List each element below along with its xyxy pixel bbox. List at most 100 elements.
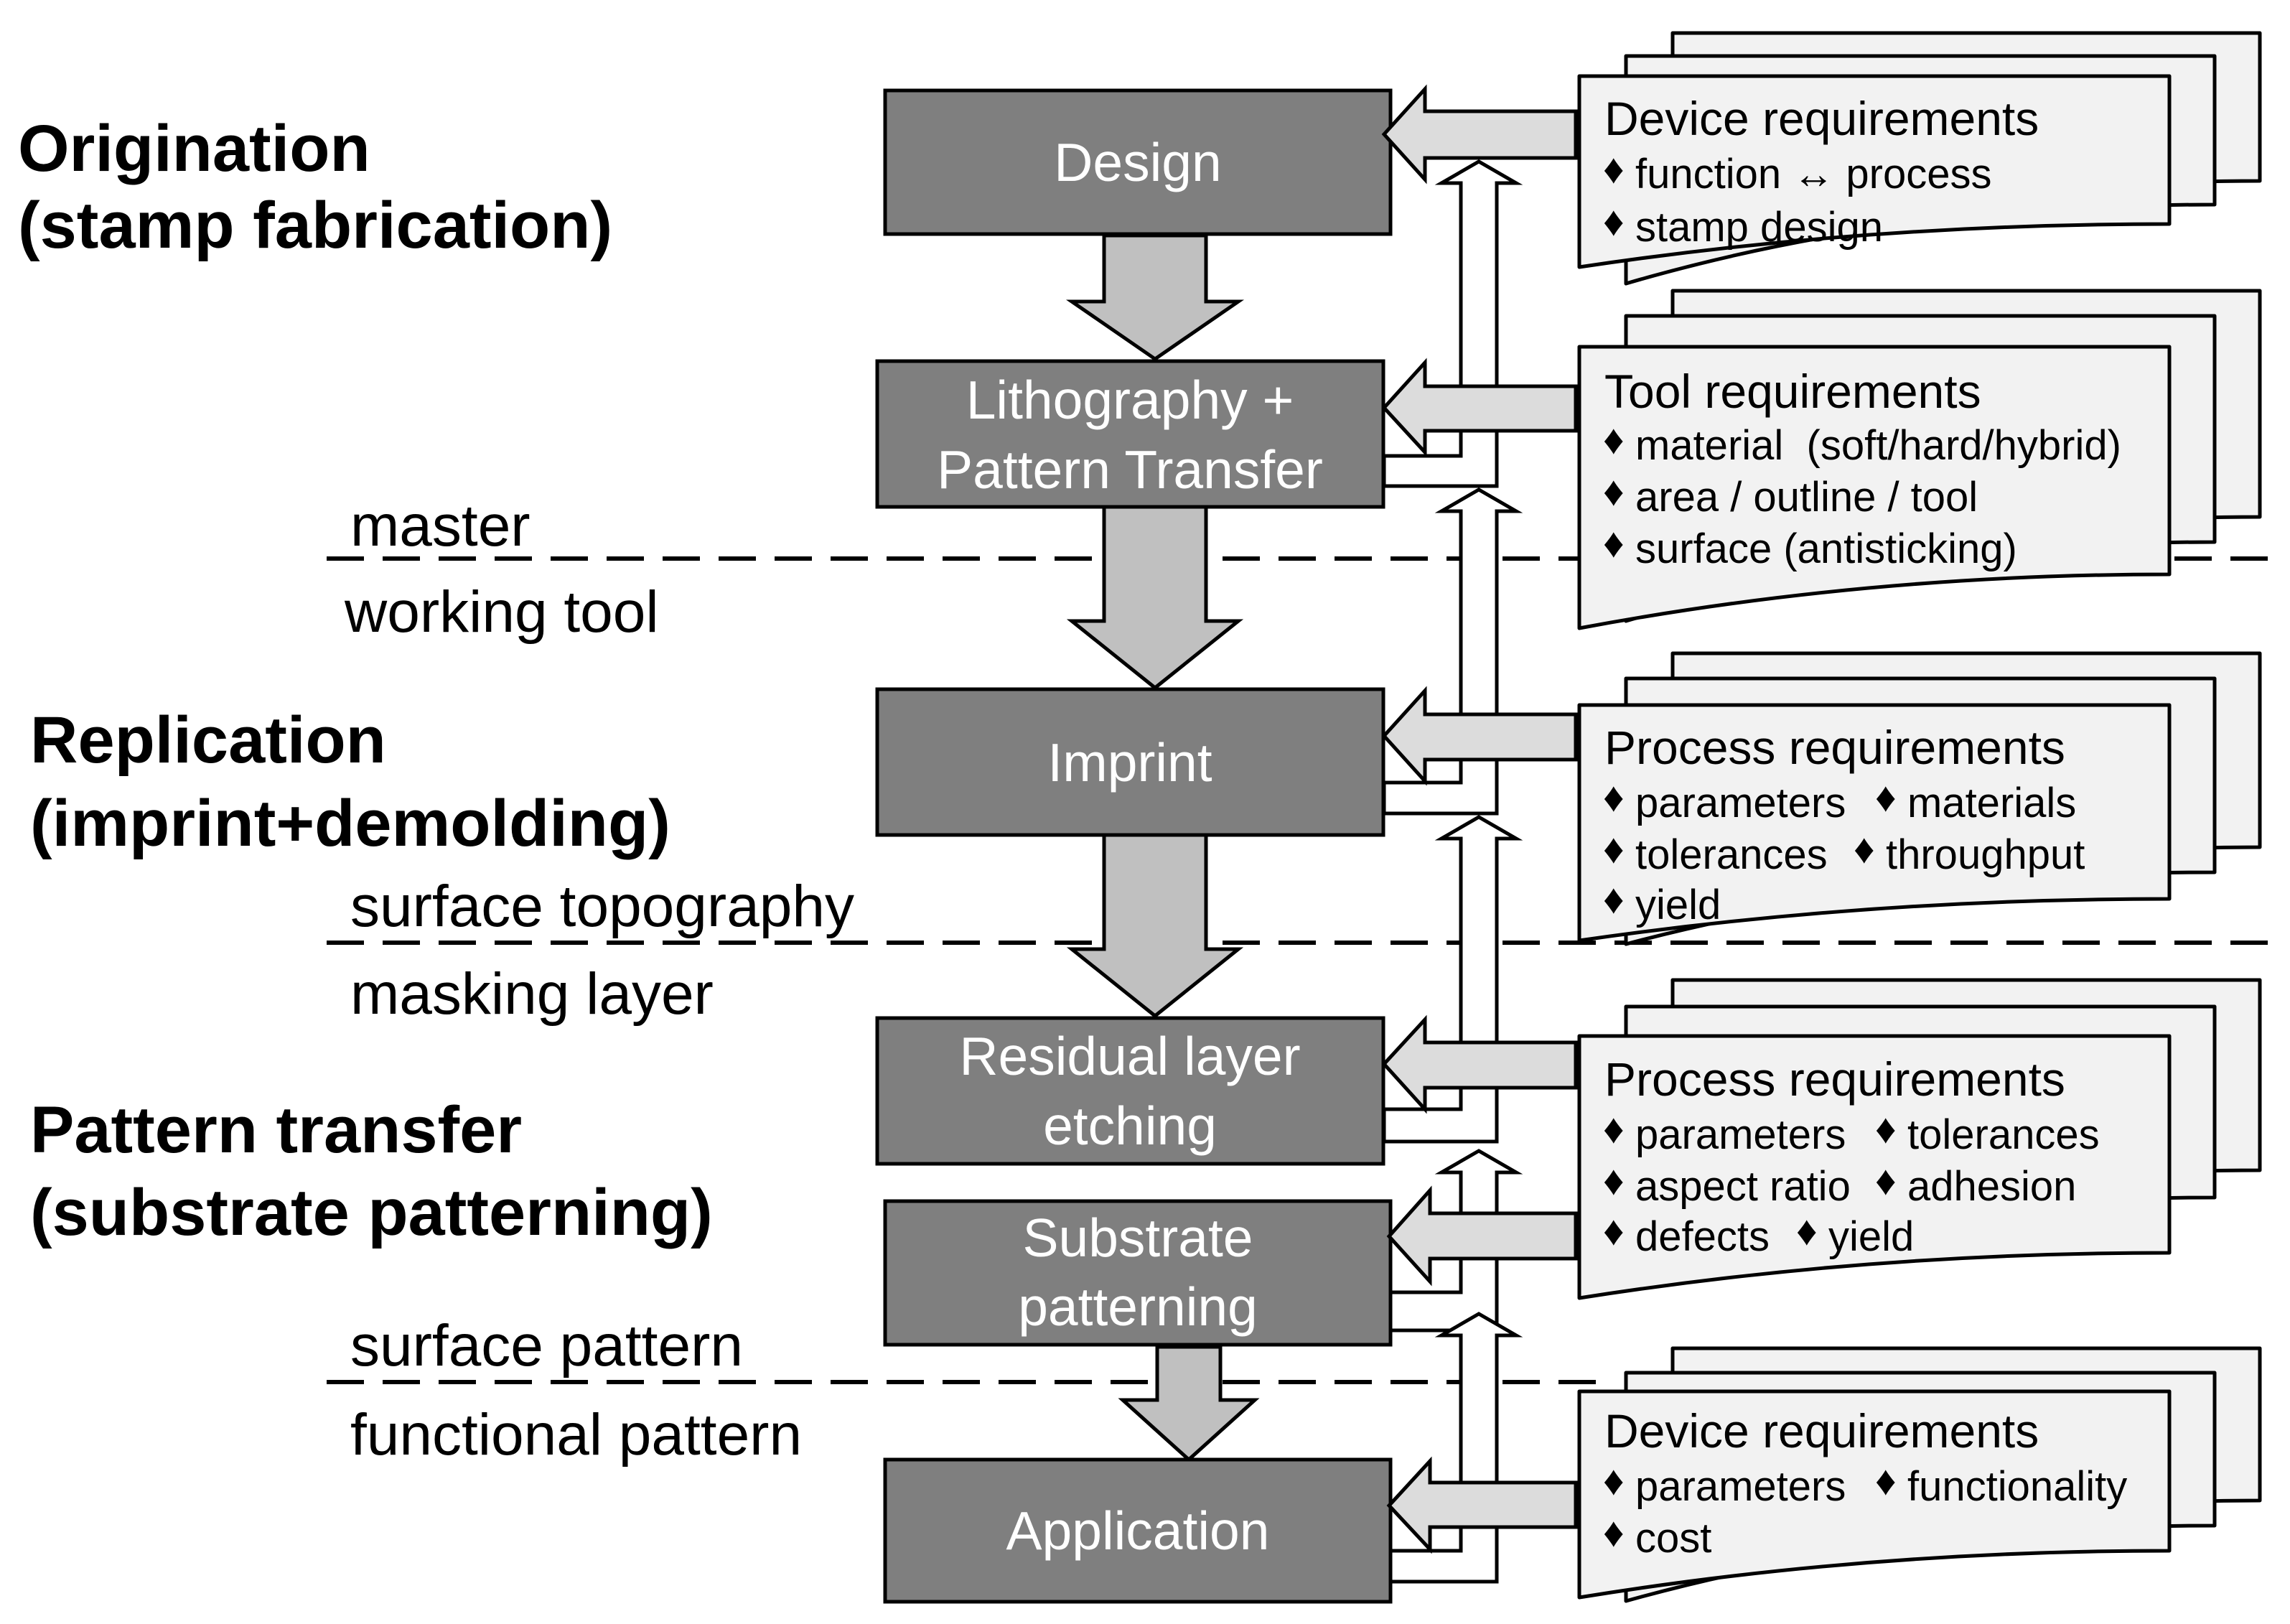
doc-bullet: ♦: [1875, 774, 1897, 821]
process-label-substrate-line2: patterning: [1018, 1277, 1258, 1337]
requirement-doc-tool-text: Tool requirements ♦ material (soft/hard/…: [1603, 365, 2121, 572]
down-arrow-design-to-litho: [1065, 233, 1245, 362]
doc-item-tolerances: tolerances: [1635, 831, 1828, 878]
stage-labels: master working tool surface topography m…: [344, 493, 854, 1467]
doc-item-yield: yield: [1828, 1213, 1914, 1260]
input-arrow-imprint: [1381, 686, 1578, 786]
stage-label-master: master: [350, 493, 531, 559]
doc-item-functionality: functionality: [1907, 1463, 2127, 1510]
input-arrow-design: [1381, 84, 1578, 185]
doc-item-parameters: parameters: [1635, 1463, 1846, 1510]
doc-title-process-imprint: Process requirements: [1604, 721, 2065, 774]
doc-front-sheet: [1577, 1034, 2172, 1300]
process-box-design: [883, 88, 1393, 236]
requirement-doc-process-imprint: [1577, 651, 2262, 946]
doc-bullet: ♦: [1875, 1106, 1897, 1152]
doc-bullet: ♦: [1603, 1157, 1625, 1204]
doc-item-tolerances: tolerances: [1907, 1111, 2100, 1158]
input-arrows: [1381, 84, 1578, 1554]
process-box-substrate: [883, 1199, 1393, 1347]
stage-label-functional-pattern: functional pattern: [350, 1402, 802, 1467]
process-box-labels: Design Lithography + Pattern Transfer Im…: [937, 132, 1323, 1561]
doc-title-tool: Tool requirements: [1604, 365, 1981, 418]
doc-title-device-bottom: Device requirements: [1604, 1404, 2039, 1457]
feedback-arrow-to-imprint: [1382, 815, 1523, 1144]
stage-label-masking-layer: masking layer: [350, 961, 714, 1027]
doc-item-function-process: function ↔ process: [1635, 151, 1991, 197]
doc-bullet: ♦: [1603, 1509, 1625, 1556]
doc-bullet: ♦: [1603, 146, 1625, 192]
flow-arrows: [1065, 233, 1260, 1462]
process-label-residual-line2: etching: [1043, 1096, 1217, 1156]
doc-bullet: ♦: [1603, 1457, 1625, 1504]
stage-label-surface-topography: surface topography: [350, 874, 854, 939]
down-arrow-substrate-to-application: [1118, 1345, 1260, 1462]
doc-title-process-etch: Process requirements: [1604, 1053, 2065, 1106]
process-label-litho-line2: Pattern Transfer: [937, 439, 1323, 500]
input-arrow-lithography: [1381, 358, 1578, 457]
process-boxes: [875, 88, 1393, 1604]
doc-bullet: ♦: [1875, 1457, 1897, 1504]
doc-item-surface: surface (antisticking): [1635, 526, 2017, 572]
doc-item-material: material (soft/hard/hybrid): [1635, 422, 2121, 469]
process-label-application: Application: [1006, 1501, 1270, 1561]
doc-bullet: ♦: [1603, 468, 1625, 515]
doc-item-stamp-design: stamp design: [1635, 204, 1883, 251]
feedback-arrow-to-design: [1382, 159, 1523, 488]
doc-item-materials: materials: [1907, 780, 2076, 826]
doc-bullet: ♦: [1854, 826, 1875, 872]
down-arrow-litho-to-imprint: [1066, 505, 1244, 691]
doc-item-adhesion: adhesion: [1907, 1163, 2076, 1210]
requirement-doc-device-top: [1577, 31, 2262, 286]
doc-front-sheet: [1577, 1389, 2172, 1600]
doc-bullet: ♦: [1603, 416, 1625, 463]
input-arrow-residual: [1381, 1014, 1578, 1114]
doc-item-parameters: parameters: [1635, 780, 1846, 826]
process-label-litho-line1: Lithography +: [966, 370, 1294, 430]
boundary-lines: [327, 556, 2268, 1384]
requirement-doc-process-etch: [1577, 978, 2262, 1300]
doc-bullet: ♦: [1603, 520, 1625, 566]
doc-bullet: ♦: [1603, 198, 1625, 245]
doc-front-sheet: [1577, 703, 2172, 943]
doc-title-device-top: Device requirements: [1604, 92, 2039, 145]
feedback-arrow-to-litho: [1382, 487, 1523, 816]
stage-label-working-tool: working tool: [344, 579, 659, 645]
requirement-doc-process-etch-text: Process requirements ♦ parameters ♦ tole…: [1603, 1053, 2100, 1260]
process-box-application: [883, 1457, 1393, 1604]
doc-item-aspect-ratio: aspect ratio: [1635, 1163, 1851, 1210]
down-arrow-imprint-to-residual: [1066, 833, 1244, 1019]
phase-title-origination: Origination: [18, 112, 370, 185]
doc-item-defects: defects: [1635, 1213, 1770, 1260]
requirement-doc-device-bottom-text: Device requirements ♦ parameters ♦ funct…: [1603, 1404, 2127, 1562]
process-label-imprint: Imprint: [1047, 732, 1212, 793]
doc-item-area-outline-tool: area / outline / tool: [1635, 474, 1978, 521]
phase-subtitle-replication: (imprint+demolding): [30, 787, 670, 860]
doc-item-parameters: parameters: [1635, 1111, 1846, 1158]
phase-subtitle-pattern-transfer: (substrate patterning): [30, 1176, 713, 1249]
doc-item-throughput: throughput: [1886, 831, 2085, 878]
doc-bullet: ♦: [1603, 774, 1625, 821]
process-box-residual: [875, 1016, 1385, 1166]
doc-bullet: ♦: [1603, 1106, 1625, 1152]
phase-subtitle-origination: (stamp fabrication): [18, 189, 612, 262]
requirement-doc-device-bottom: [1577, 1346, 2262, 1603]
process-label-substrate-line1: Substrate: [1022, 1208, 1253, 1268]
doc-bullet: ♦: [1603, 876, 1625, 923]
process-box-lithography: [875, 359, 1385, 509]
doc-front-sheet: [1577, 74, 2172, 269]
process-box-imprint: [875, 687, 1385, 837]
phase-labels: Origination (stamp fabrication) Replicat…: [18, 112, 713, 1249]
doc-bullet: ♦: [1875, 1157, 1897, 1204]
doc-front-sheet: [1577, 345, 2172, 630]
requirement-doc-device-top-text: Device requirements ♦ function ↔ process…: [1603, 92, 2039, 251]
process-label-design: Design: [1054, 132, 1221, 192]
doc-bullet: ♦: [1603, 826, 1625, 872]
input-arrow-application: [1386, 1456, 1578, 1554]
doc-bullet: ♦: [1603, 1208, 1625, 1254]
feedback-paths: [1382, 159, 1523, 1584]
doc-item-yield: yield: [1635, 882, 1721, 928]
phase-title-pattern-transfer: Pattern transfer: [30, 1093, 522, 1167]
requirement-doc-process-imprint-text: Process requirements ♦ parameters ♦ mate…: [1603, 721, 2085, 928]
